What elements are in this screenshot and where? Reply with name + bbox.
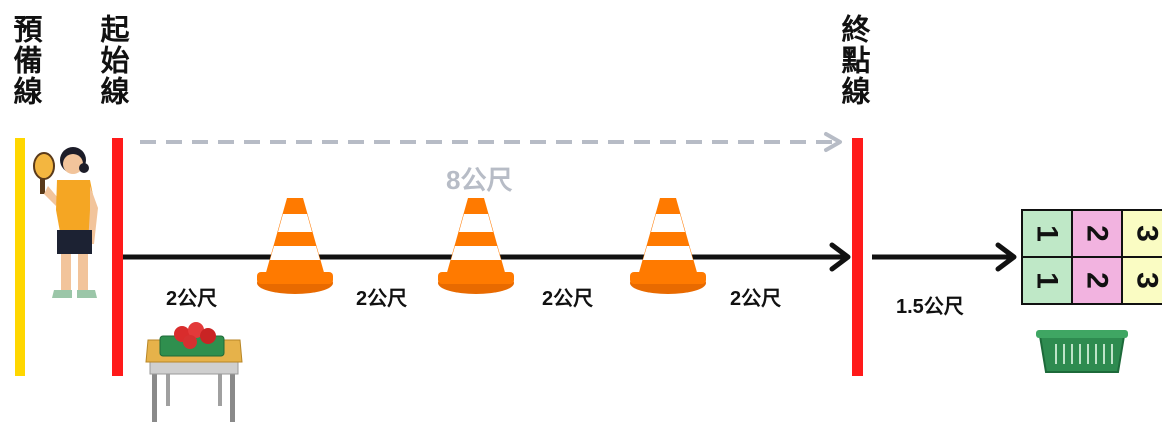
ready-line (15, 138, 25, 376)
table-with-balls (145, 322, 243, 422)
target-arrow (872, 242, 1017, 272)
target-cell-number: 1 (1031, 225, 1064, 242)
segment-2-label: 2公尺 (356, 288, 408, 310)
cone-2 (438, 198, 514, 294)
finish-line-label: 終點線 (837, 14, 871, 107)
target-distance-label: 1.5公尺 (896, 296, 964, 318)
segment-3-label: 2公尺 (542, 288, 594, 310)
green-basket (1036, 330, 1128, 373)
target-cell-number: 2 (1081, 272, 1114, 289)
target-cell-1-1 (1021, 209, 1073, 258)
target-cell-number: 3 (1131, 272, 1162, 289)
target-cell-1-3 (1121, 209, 1162, 258)
segment-1-label: 2公尺 (166, 288, 218, 310)
start-line (112, 138, 123, 376)
child-with-paddle (33, 147, 98, 298)
target-cell-number: 3 (1131, 225, 1162, 242)
target-cell-number: 2 (1081, 225, 1114, 242)
target-cell-2-3 (1121, 256, 1162, 305)
finish-line (852, 138, 863, 376)
ready-line-label: 預備線 (9, 14, 43, 107)
total-distance-label: 8公尺 (446, 165, 513, 195)
start-line-label: 起始線 (96, 14, 130, 107)
total-distance-arrow (140, 132, 842, 152)
cone-3 (630, 198, 706, 294)
target-cell-number: 1 (1031, 272, 1064, 289)
cone-1 (257, 198, 333, 294)
segment-4-label: 2公尺 (730, 288, 782, 310)
